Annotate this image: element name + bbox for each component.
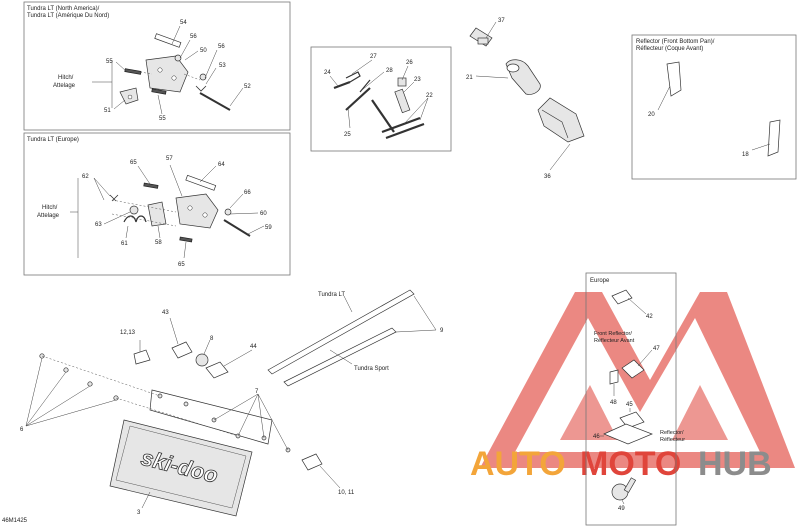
callout-62: 62 (82, 174, 89, 180)
callout-48: 48 (610, 400, 617, 406)
callout-56a: 56 (190, 34, 197, 40)
callout-44: 44 (250, 344, 257, 350)
europe-reflector-2: Réflecteur (660, 437, 685, 443)
decals (133, 341, 323, 471)
reflector-18-shape (767, 119, 781, 157)
callout-49: 49 (618, 506, 625, 512)
callout-10-11: 10, 11 (338, 490, 355, 496)
callout-63: 63 (95, 222, 102, 228)
callout-24: 24 (324, 70, 331, 76)
callout-55a: 55 (106, 59, 113, 65)
callout-64: 64 (218, 162, 225, 168)
callout-65a: 65 (130, 160, 137, 166)
reflector-20-shape (666, 61, 682, 97)
watermark-auto: AUTO (470, 445, 566, 483)
callout-47: 47 (653, 346, 660, 352)
box-hitch-na (23, 1, 291, 131)
hitch-na-leaders (113, 25, 244, 115)
callout-28: 28 (386, 68, 393, 74)
callout-23: 23 (414, 77, 421, 83)
box-hitch-eu (23, 132, 291, 276)
callout-3: 3 (137, 510, 141, 516)
diagram-code: 46M1425 (2, 518, 28, 524)
tool-bag-parts (469, 27, 585, 143)
watermark-hub: HUB (698, 445, 772, 483)
hitch-na-label-1: Hitch/ (58, 75, 74, 81)
tool-kit-leaders (329, 59, 429, 129)
rails (267, 289, 415, 387)
callout-54: 54 (180, 20, 187, 26)
callout-8: 8 (210, 336, 214, 342)
hitch-na-title-2: Tundra LT (Amérique Du Nord) (27, 13, 109, 19)
hitch-na-parts (119, 33, 231, 111)
hitch-eu-title: Tundra LT (Europe) (27, 137, 79, 143)
callout-9: 9 (440, 328, 444, 334)
callout-26: 26 (406, 60, 413, 66)
callout-46: 46 (593, 434, 600, 440)
callout-45: 45 (626, 402, 633, 408)
callout-58: 58 (155, 240, 162, 246)
callout-66: 66 (244, 190, 251, 196)
callout-36: 36 (544, 174, 551, 180)
callout-43: 43 (162, 310, 169, 316)
callout-7: 7 (255, 389, 259, 395)
reflector-front-title-2: Réflecteur (Coque Avant) (636, 46, 703, 52)
callout-50: 50 (200, 48, 207, 54)
callout-21: 21 (466, 75, 473, 81)
flap-leaders (25, 355, 289, 509)
box-europe (585, 272, 677, 526)
box-tools (310, 46, 452, 152)
box-reflector-front (631, 34, 797, 180)
callout-12-13: 12,13 (120, 330, 136, 336)
callout-20: 20 (648, 112, 655, 118)
callout-42: 42 (646, 314, 653, 320)
callout-65b: 65 (178, 262, 185, 268)
hitch-na-label-2: Attelage (53, 83, 76, 89)
callout-22: 22 (426, 93, 433, 99)
hitch-eu-label-1: Hitch/ (42, 205, 58, 211)
callout-55b: 55 (159, 116, 166, 122)
watermark-moto: MOTO (580, 445, 681, 483)
callout-60: 60 (260, 211, 267, 217)
snow-flap (109, 389, 273, 517)
callout-52: 52 (244, 84, 251, 90)
callout-6: 6 (20, 427, 24, 433)
hitch-na-title-1: Tundra LT (North America)/ (27, 6, 100, 12)
callout-37: 37 (498, 18, 505, 24)
hitch-eu-leaders (93, 164, 265, 259)
reflector-front-title-1: Reflector (Front Bottom Pan)/ (636, 39, 715, 45)
label-tundra-lt: Tundra LT (318, 292, 345, 298)
europe-reflector-1: Reflector/ (660, 430, 684, 436)
callout-61: 61 (121, 241, 128, 247)
callout-53: 53 (219, 63, 226, 69)
europe-title: Europe (590, 278, 610, 284)
callout-51: 51 (104, 108, 111, 114)
callout-59: 59 (265, 225, 272, 231)
europe-front-reflector-1: Front Reflector/ (594, 331, 632, 337)
callout-25: 25 (344, 132, 351, 138)
europe-parts (603, 289, 653, 501)
hitch-eu-parts (109, 174, 251, 243)
callout-56b: 56 (218, 44, 225, 50)
callout-18: 18 (742, 152, 749, 158)
callout-27: 27 (370, 54, 377, 60)
hitch-eu-label-2: Attelage (37, 213, 60, 219)
callout-57: 57 (166, 156, 173, 162)
watermark-logo (480, 292, 795, 468)
label-tundra-sport: Tundra Sport (354, 366, 389, 372)
europe-front-reflector-2: Réflecteur Avant (594, 338, 635, 344)
tool-kit-parts (333, 71, 425, 140)
